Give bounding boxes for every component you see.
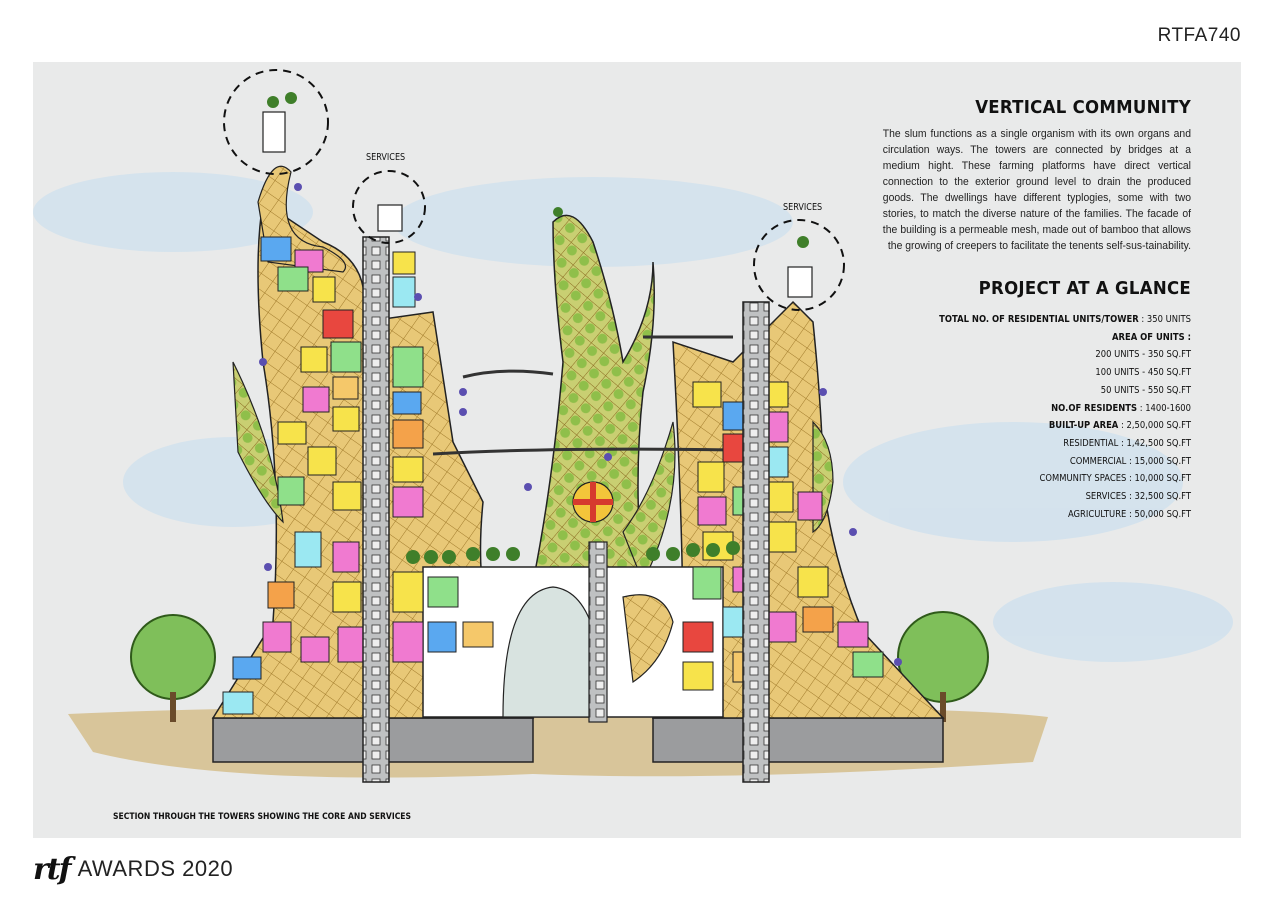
project-facts-list: TOTAL NO. OF RESIDENTIAL UNITS/TOWER : 3… [883, 311, 1191, 523]
fact-row: RESIDENTIAL : 1,42,500 SQ.FT [1063, 437, 1191, 449]
fact-row: AREA OF UNITS : [1112, 331, 1191, 343]
drawing-caption: SECTION THROUGH THE TOWERS SHOWING THE C… [113, 812, 412, 822]
fact-row: SERVICES : 32,500 SQ.FT [1085, 491, 1191, 503]
bridge-mid [432, 447, 734, 456]
tower-section-drawing [33, 69, 1233, 783]
farming-organ-2 [622, 421, 676, 584]
info-panel: VERTICAL COMMUNITY The slum functions as… [883, 97, 1191, 523]
fact-row: COMMERCIAL : 15,000 SQ.FT [1069, 455, 1191, 467]
fact-row: 50 UNITS - 550 SQ.FT [1100, 384, 1191, 396]
fact-row: 200 UNITS - 350 SQ.FT [1095, 349, 1191, 361]
sheet-code: RTFA740 [1157, 25, 1241, 46]
bridge-upper [462, 369, 554, 379]
right-core [742, 301, 770, 783]
services-label-right: SERVICES [783, 202, 823, 213]
vertical-community-title: VERTICAL COMMUNITY [975, 97, 1191, 118]
rtf-logo: rtf [33, 851, 72, 887]
left-units [222, 236, 494, 715]
clouds [33, 172, 1233, 662]
service-circles [223, 69, 845, 311]
planters [267, 92, 809, 564]
fact-row: BUILT-UP AREA : 2,50,000 SQ.FT [1048, 420, 1191, 432]
purple-creepers [259, 183, 902, 666]
fact-row: TOTAL NO. OF RESIDENTIAL UNITS/TOWER : 3… [939, 314, 1191, 325]
project-at-a-glance-title: PROJECT AT A GLANCE [978, 278, 1191, 299]
awards-label: AWARDS 2020 [77, 856, 234, 881]
footer: rtf AWARDS 2020 [33, 851, 233, 887]
drawing-sheet: SERVICES SERVICES VERTICAL COMMUNITY The… [33, 62, 1241, 838]
fact-row: NO.OF RESIDENTS : 1400-1600 [1051, 402, 1191, 414]
fact-row: AGRICULTURE : 50,000 SQ.FT [1067, 508, 1191, 520]
fact-row: 100 UNITS - 450 SQ.FT [1095, 367, 1191, 379]
left-core [362, 236, 390, 783]
fact-row: COMMUNITY SPACES : 10,000 SQ.FT [1039, 473, 1191, 485]
services-label-left: SERVICES [366, 152, 406, 163]
left-organ [232, 361, 284, 524]
service-boxes [262, 111, 813, 298]
vertical-community-description: The slum functions as a single organism … [882, 128, 1191, 252]
